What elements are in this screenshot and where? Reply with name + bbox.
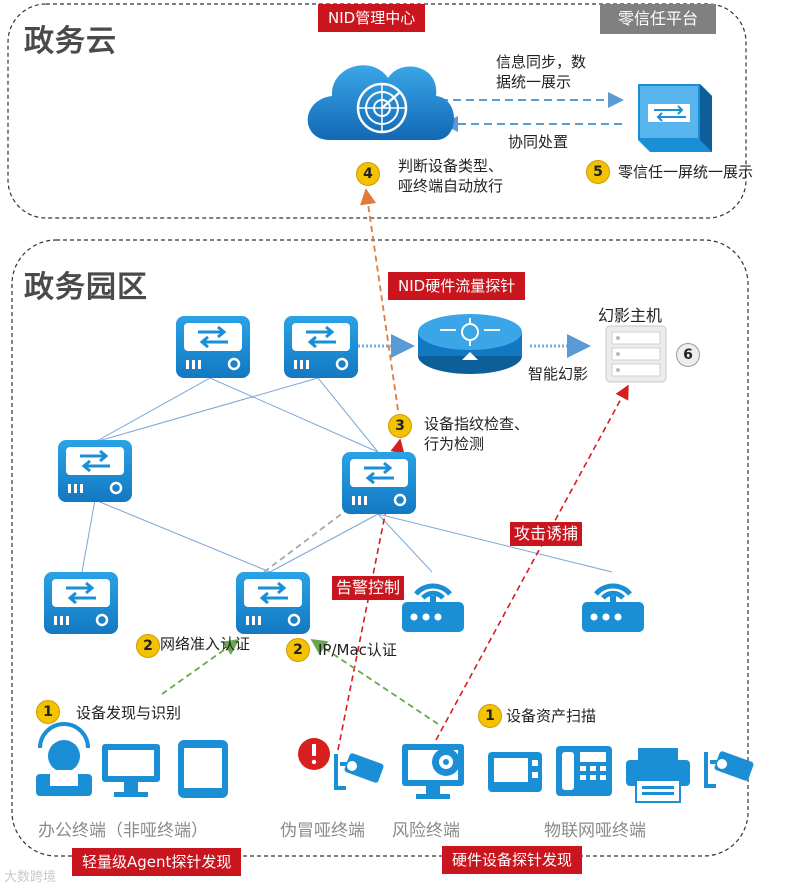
zero-trust-platform-tag: 零信任平台 (600, 4, 717, 34)
warning-icon (298, 738, 330, 770)
alarm-label: 告警控制 (332, 576, 405, 600)
switch-agg-1 (56, 438, 134, 504)
switch-access-1 (42, 570, 120, 636)
campus-zone-border (11, 239, 749, 857)
nid-probe-tag: NID硬件流量探针 (388, 272, 526, 300)
trap-label: 攻击诱捕 (510, 522, 583, 546)
fingerprint-label: 设备指纹检查、 行为检测 (424, 415, 530, 453)
wifi-ap-2 (582, 586, 644, 632)
sync-label: 信息同步，数 据统一展示 (496, 53, 587, 91)
network-links (81, 377, 613, 573)
step-badge-1a: 1 (36, 700, 60, 724)
nid-probe-icon (418, 314, 522, 374)
discover-label: 设备发现与识别 (76, 704, 182, 722)
step-badge-3: 3 (388, 414, 412, 438)
smart-phantom-label: 智能幻影 (528, 365, 589, 383)
nid-center-tag: NID管理中心 (318, 4, 426, 32)
cloud-zone-title: 政务云 (24, 24, 117, 59)
fake-terminal-caption: 伪冒哑终端 (280, 821, 365, 841)
step-badge-6: 6 (676, 343, 700, 367)
risk-terminal-icon (402, 744, 464, 799)
trap-arrow (435, 384, 629, 741)
cloud-icon (307, 65, 454, 140)
ipmac-auth-label: IP/Mac认证 (318, 641, 397, 659)
net-auth-label: 网络准入认证 (160, 635, 251, 653)
switch-core-2 (282, 314, 360, 380)
iot-phone-icon (556, 746, 612, 796)
judge-label: 判断设备类型、 哑终端自动放行 (398, 157, 504, 195)
watermark: 大数跨境 (4, 870, 57, 885)
iot-printer-icon (626, 748, 690, 803)
step-badge-2b: 2 (286, 638, 310, 662)
step-badge-1b: 1 (478, 704, 502, 728)
asset-scan-label: 设备资产扫描 (506, 707, 597, 725)
iot-camera-icon (702, 748, 757, 790)
phantom-host-icon (605, 325, 667, 383)
tablet-icon (178, 740, 228, 798)
switch-access-2 (234, 570, 312, 636)
fake-camera-icon (332, 750, 387, 792)
phantom-host-label: 幻影主机 (598, 306, 663, 325)
office-user-icon (36, 722, 92, 796)
iot-terminal-caption: 物联网哑终端 (544, 821, 646, 841)
switch-core-1 (174, 314, 252, 380)
step-badge-2a: 2 (136, 634, 160, 658)
wifi-ap-1 (402, 586, 464, 632)
hardware-probe-tag: 硬件设备探针发现 (442, 846, 583, 874)
report-arrow (360, 188, 399, 411)
risk-terminal-caption: 风险终端 (392, 821, 460, 841)
switch-agg-2 (340, 450, 418, 516)
agent-probe-tag: 轻量级Agent探针发现 (72, 848, 242, 876)
step-badge-5: 5 (586, 160, 610, 184)
office-terminal-caption: 办公终端（非哑终端） (38, 821, 208, 841)
coop-label: 协同处置 (508, 133, 569, 151)
desktop-icon (102, 744, 160, 797)
ipmac-auth-arrow (310, 639, 439, 725)
net-auth-arrow (161, 638, 240, 695)
zero-trust-icon (638, 84, 712, 152)
campus-zone-title: 政务园区 (24, 270, 148, 305)
step-badge-4: 4 (356, 162, 380, 186)
zero-trust-display-label: 零信任一屏统一展示 (618, 163, 754, 181)
iot-display-icon (488, 752, 542, 792)
